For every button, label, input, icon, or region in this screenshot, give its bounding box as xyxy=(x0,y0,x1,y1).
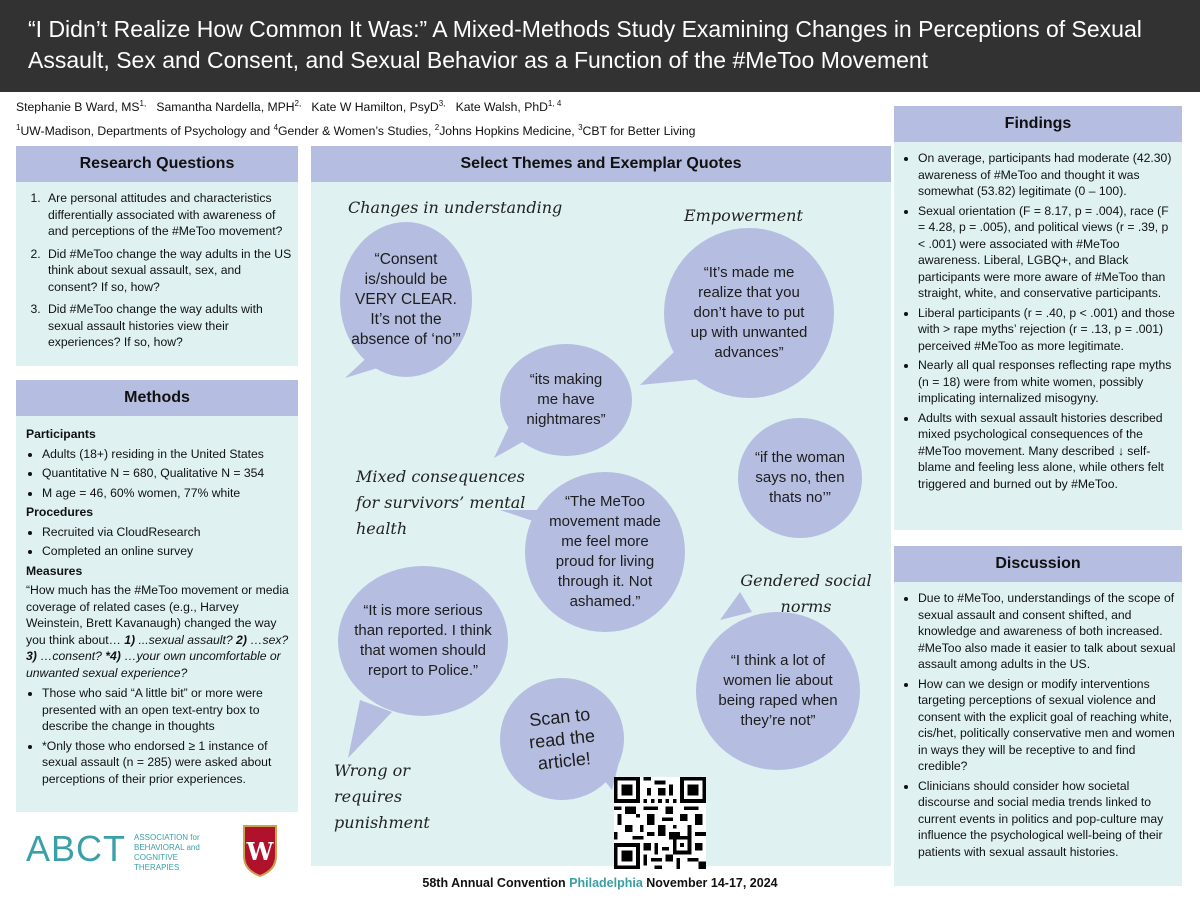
author: Kate W Hamilton, PsyD xyxy=(311,100,439,115)
participants-label: Participants xyxy=(26,427,96,441)
list-item: On average, participants had moderate (4… xyxy=(918,150,1176,200)
findings-panel: Findings On average, participants had mo… xyxy=(894,106,1182,530)
theme-changes-understanding: Changes in understanding xyxy=(348,198,563,217)
measure-text: “How much has the #MeToo movement or med… xyxy=(26,583,289,680)
measures-label: Measures xyxy=(26,563,83,578)
procedures-label: Procedures xyxy=(26,505,94,519)
list-item: Liberal participants (r = .40, p < .001)… xyxy=(918,305,1176,355)
author: Samantha Nardella, MPH xyxy=(156,100,295,115)
methods-panel: Methods Participants Adults (18+) residi… xyxy=(16,380,298,812)
discussion-list: Due to #MeToo, understandings of the sco… xyxy=(902,590,1176,860)
methods-heading: Methods xyxy=(16,380,298,416)
author-list: Stephanie B Ward, MS1, Samantha Nardella… xyxy=(16,99,562,115)
research-questions-heading: Research Questions xyxy=(16,146,298,182)
theme-empowerment: Empowerment xyxy=(684,206,803,225)
affiliations: 1UW-Madison, Departments of Psychology a… xyxy=(16,123,696,139)
abct-logo: ABCT xyxy=(26,828,127,869)
poster-title: “I Didn’t Realize How Common It Was:” A … xyxy=(28,16,1142,73)
quote-bubble-proud: “The MeToo movement made me feel more pr… xyxy=(525,472,685,632)
theme-mixed-consequences: Mixed consequences for survivors’ mental… xyxy=(356,467,526,538)
discussion-heading: Discussion xyxy=(894,546,1182,582)
quote-bubble-if-woman: “if the woman says no, then thats no’” xyxy=(738,418,862,538)
footer: 58th Annual Convention Philadelphia Nove… xyxy=(422,876,778,890)
list-item: *Only those who endorsed ≥ 1 instance of… xyxy=(42,738,292,788)
methods-notes: Those who said “A little bit” or more we… xyxy=(26,685,292,787)
uw-crest-icon: W xyxy=(243,825,277,878)
author: Stephanie B Ward, MS xyxy=(16,100,140,115)
author: Kate Walsh, PhD xyxy=(455,100,548,115)
list-item: Nearly all qual responses reflecting rap… xyxy=(918,357,1176,407)
list-item: Sexual orientation (F = 8.17, p = .004),… xyxy=(918,203,1176,302)
list-item: How can we design or modify intervention… xyxy=(918,676,1176,775)
research-questions-list: Are personal attitudes and characteristi… xyxy=(24,190,292,351)
research-questions-panel: Research Questions Are personal attitude… xyxy=(16,146,298,366)
list-item: Those who said “A little bit” or more we… xyxy=(42,685,292,735)
abct-logo-subtitle: ASSOCIATION for BEHAVIORAL and COGNITIVE… xyxy=(134,833,200,872)
theme-wrong-punishment: Wrong or requires punishment xyxy=(334,761,430,832)
list-item: Did #MeToo change the way adults with se… xyxy=(44,301,292,351)
footer-city: Philadelphia xyxy=(569,876,643,890)
list-item: Did #MeToo change the way adults in the … xyxy=(44,246,292,296)
list-item: Clinicians should consider how societal … xyxy=(918,778,1176,861)
list-item: Completed an online survey xyxy=(42,543,292,560)
themes-heading: Select Themes and Exemplar Quotes xyxy=(311,146,891,182)
list-item: Adults (18+) residing in the United Stat… xyxy=(42,446,292,463)
quote-bubble-nightmares: “its making me have nightmares” xyxy=(500,344,632,456)
list-item: Due to #MeToo, understandings of the sco… xyxy=(918,590,1176,673)
quote-bubble-made-me-realize: “It’s made me realize that you don’t hav… xyxy=(664,228,834,398)
list-item: Adults with sexual assault histories des… xyxy=(918,410,1176,493)
discussion-panel: Discussion Due to #MeToo, understandings… xyxy=(894,546,1182,886)
findings-list: On average, participants had moderate (4… xyxy=(902,150,1176,492)
svg-text:W: W xyxy=(246,837,275,866)
procedures-list: Recruited via CloudResearch Completed an… xyxy=(26,524,292,560)
theme-gendered-norms: Gendered social norms xyxy=(740,571,872,616)
findings-heading: Findings xyxy=(894,106,1182,142)
quote-bubble-consent: “Consent is/should be VERY CLEAR. It’s n… xyxy=(340,222,472,377)
list-item: Are personal attitudes and characteristi… xyxy=(44,190,292,240)
quote-bubble-lie: “I think a lot of women lie about being … xyxy=(696,612,860,770)
title-bar: “I Didn’t Realize How Common It Was:” A … xyxy=(0,0,1200,92)
qr-code[interactable] xyxy=(614,777,706,869)
quote-bubble-serious: “It is more serious than reported. I thi… xyxy=(338,566,508,716)
participants-list: Adults (18+) residing in the United Stat… xyxy=(26,446,292,502)
list-item: M age = 46, 60% women, 77% white xyxy=(42,485,292,502)
list-item: Quantitative N = 680, Qualitative N = 35… xyxy=(42,465,292,482)
list-item: Recruited via CloudResearch xyxy=(42,524,292,541)
